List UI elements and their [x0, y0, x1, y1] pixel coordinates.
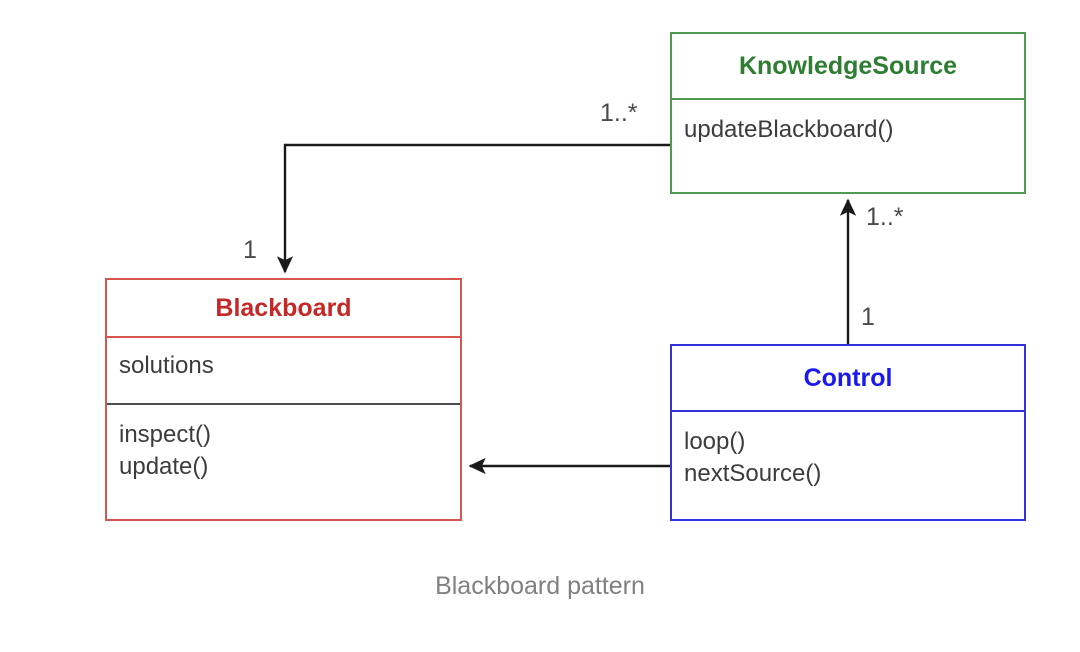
attribute-item: solutions [119, 352, 214, 379]
multiplicity-label-knowledgesource-side: 1..* [600, 99, 638, 127]
class-box-blackboard[interactable]: Blackboard solutions inspect() update() [105, 278, 462, 521]
diagram-caption: Blackboard pattern [435, 572, 645, 600]
class-title-control: Control [672, 346, 1024, 412]
class-title-blackboard: Blackboard [107, 280, 460, 338]
operation-item: inspect() [119, 421, 212, 448]
operation-item: updateBlackboard() [684, 116, 894, 143]
class-attributes-blackboard: solutions [107, 338, 460, 405]
operation-item: nextSource() [684, 459, 822, 487]
class-title-knowledgesource: KnowledgeSource [672, 34, 1024, 100]
class-box-knowledgesource[interactable]: KnowledgeSource updateBlackboard() [670, 32, 1026, 194]
class-operations-blackboard: inspect() update() [107, 405, 460, 493]
operation-item: update() [119, 452, 209, 480]
operation-item: loop() [684, 428, 746, 455]
multiplicity-label-blackboard-side: 1 [243, 236, 257, 264]
class-operations-control: loop() nextSource() [672, 412, 1024, 500]
multiplicity-label-control-side: 1 [861, 303, 875, 331]
class-operations-knowledgesource: updateBlackboard() [672, 100, 1024, 156]
edge-knowledgesource-to-blackboard [276, 143, 670, 274]
class-box-control[interactable]: Control loop() nextSource() [670, 344, 1026, 521]
multiplicity-label-knowledgesource-from-control: 1..* [866, 203, 904, 231]
